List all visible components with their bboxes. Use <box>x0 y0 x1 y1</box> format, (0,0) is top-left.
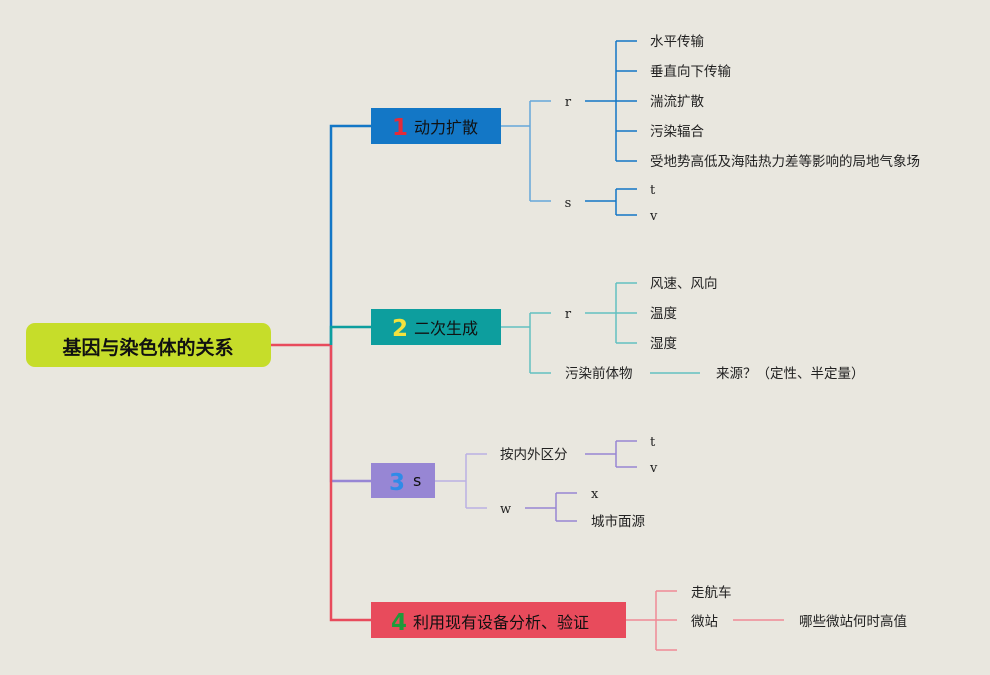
branch-4-item-2[interactable]: 微站 <box>691 614 718 630</box>
spine-branch-3 <box>329 345 371 483</box>
branch-node-1[interactable]: 1 动力扩散 <box>371 108 501 144</box>
branch-3-w-bracket <box>525 492 577 522</box>
branch-1-r-item-2[interactable]: 垂直向下传输 <box>650 64 731 80</box>
connector-lines <box>271 40 784 651</box>
branch-node-4[interactable]: 4 利用现有设备分析、验证 <box>371 602 626 638</box>
branch-node-1-number: 1 <box>392 115 408 141</box>
branch-4-bracket <box>626 590 677 651</box>
branch-3-group-w-label[interactable]: w <box>500 502 511 517</box>
branch-node-3-box <box>371 463 435 498</box>
branch-node-2[interactable]: 2 二次生成 <box>371 309 501 345</box>
branch-2-group-r-label[interactable]: r <box>565 307 572 322</box>
branch-1-s-item-1[interactable]: t <box>650 183 656 198</box>
branch-4-item-1[interactable]: 走航车 <box>691 584 732 601</box>
branch-4-item-2-child[interactable]: 哪些微站何时高值 <box>799 613 907 630</box>
branch-node-1-box <box>371 108 501 144</box>
branch-2-r-item-1[interactable]: 风速、风向 <box>650 276 718 292</box>
branch-1-r-bracket <box>585 40 637 162</box>
branch-node-4-label: 利用现有设备分析、验证 <box>413 613 589 632</box>
branch-node-3-number: 3 <box>389 470 405 496</box>
branch-node-3-label: s <box>413 471 421 490</box>
branch-node-2-label: 二次生成 <box>414 319 478 338</box>
branch-node-4-box <box>371 602 626 638</box>
branch-1-s-bracket <box>585 188 637 216</box>
branch-3-inout-item-1[interactable]: t <box>650 435 656 450</box>
branch-2-group-precursor-label[interactable]: 污染前体物 <box>565 365 633 382</box>
branch-2-r-bracket <box>585 282 637 344</box>
branch-2-precursor-item-1[interactable]: 来源？（定性、半定量） <box>716 366 865 382</box>
branch-3-w-item-1[interactable]: x <box>591 487 599 502</box>
branch-2-bracket <box>501 312 551 374</box>
branch-1-r-item-4[interactable]: 污染辐合 <box>650 124 704 140</box>
spine-branch-2 <box>329 325 371 345</box>
branch-1-r-item-3[interactable]: 湍流扩散 <box>650 94 704 110</box>
branch-node-4-number: 4 <box>391 610 407 636</box>
root-node[interactable]: 基因与染色体的关系 <box>26 323 271 367</box>
branch-3-inout-item-2[interactable]: v <box>649 461 658 476</box>
branch-1-group-s-label[interactable]: s <box>565 196 572 211</box>
branch-1-r-item-5[interactable]: 受地势高低及海陆热力差等影响的局地气象场 <box>650 153 920 170</box>
branch-node-3[interactable]: 3 s <box>371 463 435 498</box>
branch-node-2-number: 2 <box>392 316 408 342</box>
branch-node-1-label: 动力扩散 <box>414 118 478 137</box>
spine-branch-4 <box>329 345 371 622</box>
branch-1-bracket <box>501 100 551 202</box>
root-node-box <box>26 323 271 367</box>
branch-3-inout-bracket <box>585 440 637 468</box>
root-node-label: 基因与染色体的关系 <box>61 336 233 359</box>
branch-3-w-item-2[interactable]: 城市面源 <box>591 513 645 530</box>
branch-3-group-inout-label[interactable]: 按内外区分 <box>500 447 568 463</box>
branch-node-2-box <box>371 309 501 345</box>
branch-2-r-item-3[interactable]: 湿度 <box>650 336 677 352</box>
branch-1-r-item-1[interactable]: 水平传输 <box>650 34 704 50</box>
spine-branch-1 <box>329 124 371 345</box>
branch-2-r-item-2[interactable]: 温度 <box>650 306 677 322</box>
branch-1-group-r-label[interactable]: r <box>565 95 572 110</box>
branch-1-s-item-2[interactable]: v <box>649 209 658 224</box>
branch-3-bracket <box>435 453 487 509</box>
